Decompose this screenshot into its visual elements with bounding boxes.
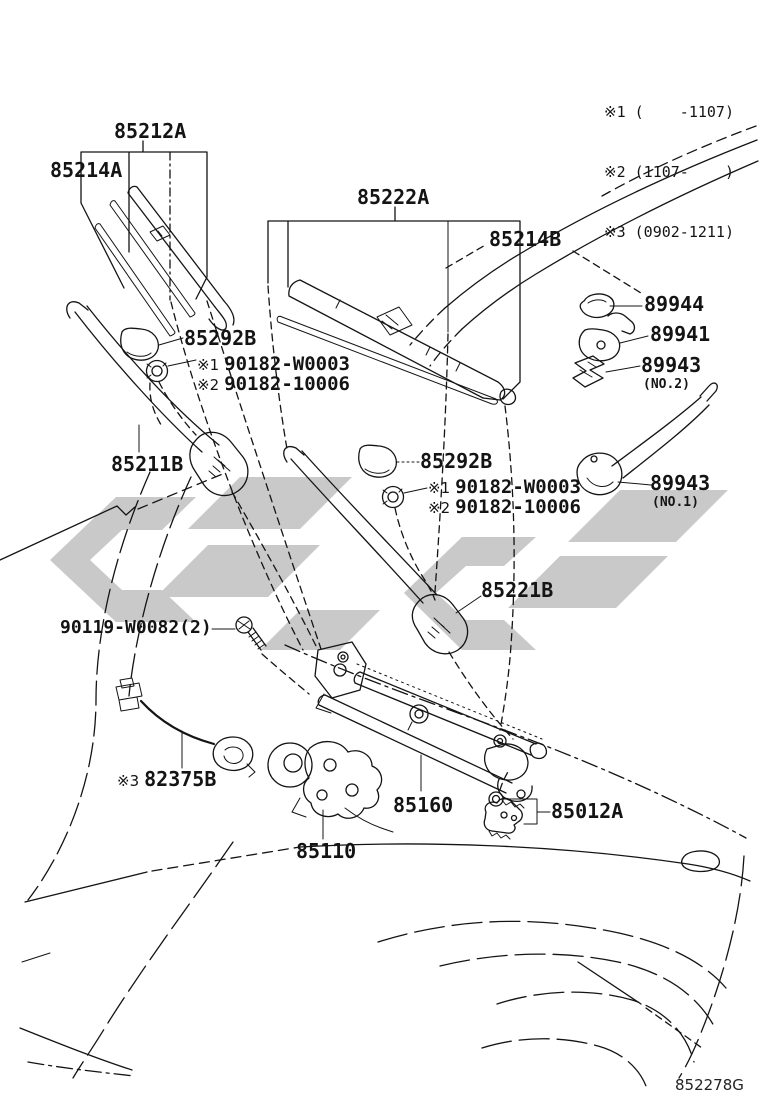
part-number: 90182-W0003 bbox=[224, 353, 350, 375]
reference-mark-3: ※3 bbox=[117, 772, 140, 790]
part-label-85160: 85160 bbox=[393, 793, 454, 817]
part-label-90182-10006-1: ※2 90182-10006 bbox=[197, 373, 350, 395]
wiper-motor-85110-drawing bbox=[267, 741, 394, 840]
clamp-89943-no2-drawing bbox=[572, 355, 641, 388]
part-label-85212a: 85212A bbox=[114, 119, 187, 143]
part-label-90182-w0003-2: ※1 90182-W0003 bbox=[428, 476, 581, 498]
wiper-arm-89943-no1-drawing bbox=[576, 382, 718, 496]
part-label-89943-no2-suffix: (NO.2) bbox=[643, 377, 690, 392]
wiper-blade-rh-drawing bbox=[276, 243, 642, 406]
cowl-bottom-line bbox=[284, 644, 747, 839]
pivot-cap-1 bbox=[120, 327, 184, 361]
part-label-85292b-1: 85292B bbox=[184, 326, 257, 350]
cap-89944-drawing bbox=[579, 293, 643, 319]
part-label-85110: 85110 bbox=[296, 839, 357, 863]
wiper-blade-lh-drawing bbox=[94, 185, 235, 337]
part-label-85222a: 85222A bbox=[357, 185, 430, 209]
part-number: 90182-W0003 bbox=[455, 476, 581, 498]
part-label-85012a: 85012A bbox=[551, 799, 624, 823]
reference-mark-2: ※2 bbox=[197, 376, 220, 394]
part-label-89943-no1-suffix: (NO.1) bbox=[652, 495, 699, 510]
assembly-dashed-leaders bbox=[170, 285, 515, 731]
part-label-82375b: ※3 82375B bbox=[117, 767, 216, 791]
hood-lines bbox=[0, 471, 226, 901]
cowl-lines bbox=[409, 125, 759, 367]
bracket-85212a bbox=[80, 140, 208, 301]
reference-mark-1: ※1 bbox=[428, 479, 451, 497]
part-label-85221b: 85221B bbox=[481, 578, 554, 602]
applicability-notes: ※1 ( -1107) ※2 (1107- ) ※3 (0902-1211) bbox=[604, 62, 734, 262]
note-line-1: ※1 ( -1107) bbox=[604, 103, 734, 121]
car-body-lines bbox=[19, 841, 751, 1087]
wiper-link-85160-drawing bbox=[314, 641, 548, 809]
bracket-85012a-drawing bbox=[483, 791, 551, 840]
diagram-code: 852278G bbox=[675, 1076, 744, 1094]
part-label-89943-no2: 89943 bbox=[641, 353, 702, 377]
note-line-2: ※2 (1107- ) bbox=[604, 163, 734, 181]
part-label-85214a: 85214A bbox=[50, 158, 123, 182]
part-label-89944: 89944 bbox=[644, 292, 705, 316]
part-label-89941: 89941 bbox=[650, 322, 711, 346]
pivot-89941-drawing bbox=[578, 312, 649, 362]
bracket-85222a bbox=[267, 206, 521, 400]
watermark-logo bbox=[50, 477, 728, 650]
note-line-3: ※3 (0902-1211) bbox=[604, 223, 734, 241]
part-label-90182-w0003-1: ※1 90182-W0003 bbox=[197, 353, 350, 375]
part-label-85292b-2: 85292B bbox=[420, 449, 493, 473]
part-label-90119-w0082: 90119-W0082(2) bbox=[60, 617, 212, 638]
part-number: 90182-10006 bbox=[224, 373, 350, 395]
pivot-nut-2 bbox=[381, 485, 436, 601]
part-number: 82375B bbox=[144, 767, 217, 791]
reference-mark-2: ※2 bbox=[428, 499, 451, 517]
part-label-90182-10006-2: ※2 90182-10006 bbox=[428, 496, 581, 518]
wire-82375b-drawing bbox=[115, 677, 256, 778]
part-label-85211b: 85211B bbox=[111, 452, 184, 476]
reference-mark-1: ※1 bbox=[197, 356, 220, 374]
part-number: 90182-10006 bbox=[455, 496, 581, 518]
part-label-89943-no1: 89943 bbox=[650, 471, 711, 495]
pivot-nut-1 bbox=[145, 359, 197, 436]
pivot-cap-2 bbox=[358, 444, 420, 478]
bolt-90119-drawing bbox=[211, 616, 310, 695]
part-label-85214b: 85214B bbox=[489, 227, 562, 251]
